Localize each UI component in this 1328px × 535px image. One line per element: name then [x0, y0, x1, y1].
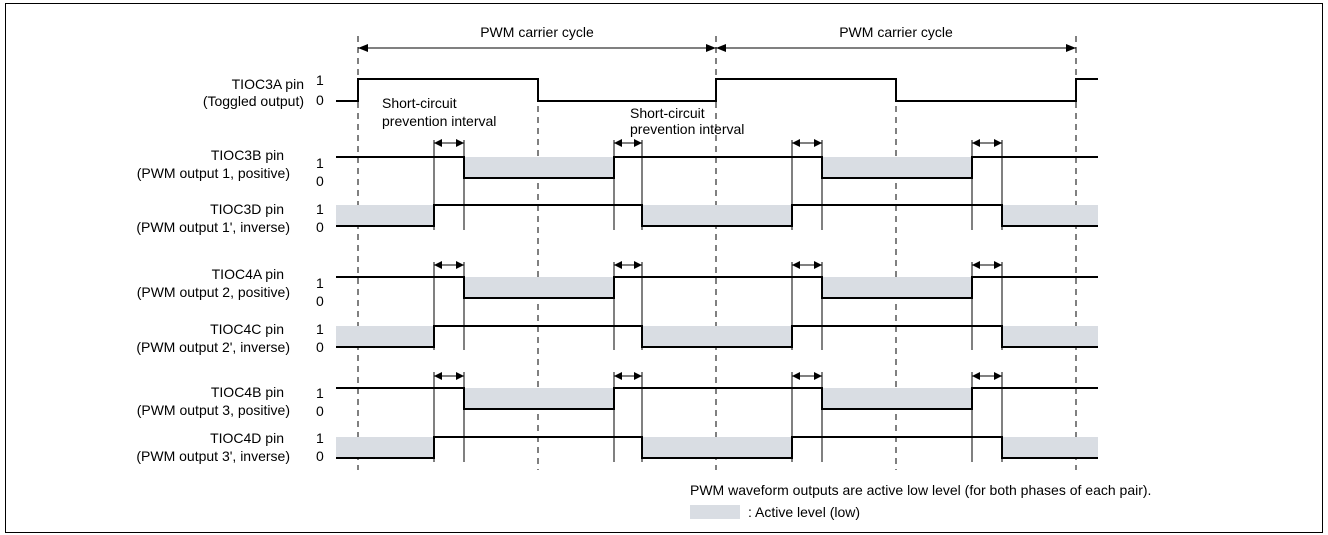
signal-tioc3b: TIOC3B pin (PWM output 1, positive) 1 0: [137, 147, 1098, 189]
signal-name: TIOC3B pin: [211, 147, 284, 163]
diagram-frame: [5, 3, 1323, 533]
level-high-label: 1: [316, 201, 324, 217]
dead-time-arrowhead: [972, 139, 980, 147]
dead-time-arrowhead: [634, 261, 642, 269]
active-level-region: [642, 205, 792, 226]
arrowhead-right: [706, 44, 716, 52]
level-low-label: 0: [316, 339, 324, 355]
dead-time-arrowhead: [614, 261, 622, 269]
level-low-label: 0: [316, 173, 324, 189]
footnote: PWM waveform outputs are active low leve…: [690, 482, 1151, 498]
carrier-cycle-label-1: PWM carrier cycle: [480, 24, 594, 40]
signal-description: (PWM output 2, positive): [137, 284, 290, 300]
active-level-region: [642, 326, 792, 347]
short-circuit-label-left-line1: Short-circuit: [382, 95, 457, 111]
signal-name: TIOC4A pin: [212, 266, 284, 282]
dead-time-arrowhead: [792, 261, 800, 269]
signal-name: TIOC4C pin: [210, 321, 284, 337]
dead-time-arrowhead: [434, 139, 442, 147]
level-high-label: 1: [316, 155, 324, 171]
dead-time-arrowhead: [634, 139, 642, 147]
signal-tioc4b: TIOC4B pin (PWM output 3, positive) 1 0: [137, 384, 1098, 419]
signal-name: TIOC4D pin: [210, 430, 284, 446]
signal-description: (PWM output 1, positive): [137, 165, 290, 181]
waveform: [336, 387, 1098, 410]
active-level-region: [1002, 437, 1098, 458]
short-circuit-label-left-line2: prevention interval: [382, 113, 496, 129]
level-high-label: 1: [316, 275, 324, 291]
dead-time-arrowhead: [634, 372, 642, 380]
active-level-region: [1002, 326, 1098, 347]
level-low-label: 0: [316, 92, 324, 108]
arrowhead-right: [1066, 44, 1076, 52]
legend-label: : Active level (low): [748, 504, 860, 520]
active-level-region: [464, 157, 614, 178]
carrier-cycle-arrows: [358, 44, 1076, 52]
legend-swatch: [690, 505, 740, 519]
dead-time-arrowhead: [972, 372, 980, 380]
signal-tioc4d: TIOC4D pin (PWM output 3', inverse) 1 0: [136, 430, 1098, 464]
signal-description: (PWM output 3', inverse): [136, 448, 290, 464]
active-level-region: [336, 437, 434, 458]
active-level-region: [1002, 205, 1098, 226]
carrier-cycle-label-2: PWM carrier cycle: [839, 24, 953, 40]
dead-time-arrowhead: [814, 372, 822, 380]
dead-time-arrowhead: [814, 139, 822, 147]
dead-time-arrowhead: [434, 261, 442, 269]
dead-time-arrowhead: [994, 139, 1002, 147]
active-level-region: [822, 277, 972, 298]
dead-time-arrowhead: [792, 372, 800, 380]
active-level-region: [464, 277, 614, 298]
signal-description: (PWM output 2', inverse): [136, 339, 290, 355]
dead-time-arrowhead: [614, 372, 622, 380]
signal-name: TIOC4B pin: [211, 384, 284, 400]
waveform: [336, 78, 1098, 102]
level-high-label: 1: [316, 321, 324, 337]
level-high-label: 1: [316, 430, 324, 446]
dead-time-arrowhead: [614, 139, 622, 147]
waveform: [336, 276, 1098, 299]
arrowhead-left: [358, 44, 368, 52]
dead-time-arrowhead: [456, 139, 464, 147]
level-low-label: 0: [316, 293, 324, 309]
dead-time-arrowhead: [434, 372, 442, 380]
dead-time-arrowhead: [972, 261, 980, 269]
signal-name: TIOC3D pin: [210, 201, 284, 217]
level-low-label: 0: [316, 219, 324, 235]
level-low-label: 0: [316, 403, 324, 419]
transition-guide-lines: [433, 140, 1003, 462]
level-high-label: 1: [316, 72, 324, 88]
signal-description: (PWM output 1', inverse): [136, 219, 290, 235]
short-circuit-label-right-line2: prevention interval: [630, 121, 744, 137]
dead-time-markers: [434, 139, 1002, 380]
signal-tioc3a: TIOC3A pin (Toggled output) 1 0: [203, 72, 1098, 109]
dead-time-arrowhead: [994, 372, 1002, 380]
signal-description: (Toggled output): [203, 93, 304, 109]
level-high-label: 1: [316, 385, 324, 401]
waveform: [336, 156, 1098, 179]
dead-time-arrowhead: [792, 139, 800, 147]
dead-time-arrowhead: [456, 261, 464, 269]
dead-time-arrowhead: [814, 261, 822, 269]
active-level-region: [336, 205, 434, 226]
signal-tioc4c: TIOC4C pin (PWM output 2', inverse) 1 0: [136, 321, 1098, 355]
dead-time-arrowhead: [994, 261, 1002, 269]
signal-description: (PWM output 3, positive): [137, 402, 290, 418]
active-level-region: [464, 388, 614, 409]
short-circuit-label-right-line1: Short-circuit: [630, 105, 705, 121]
active-level-region: [822, 157, 972, 178]
signal-tioc4a: TIOC4A pin (PWM output 2, positive) 1 0: [137, 266, 1098, 309]
level-low-label: 0: [316, 448, 324, 464]
active-level-region: [336, 326, 434, 347]
signal-tioc3d: TIOC3D pin (PWM output 1', inverse) 1 0: [136, 201, 1098, 235]
arrowhead-left: [716, 44, 726, 52]
active-level-region: [822, 388, 972, 409]
dead-time-arrowhead: [456, 372, 464, 380]
active-level-region: [642, 437, 792, 458]
signal-name: TIOC3A pin: [232, 76, 304, 92]
